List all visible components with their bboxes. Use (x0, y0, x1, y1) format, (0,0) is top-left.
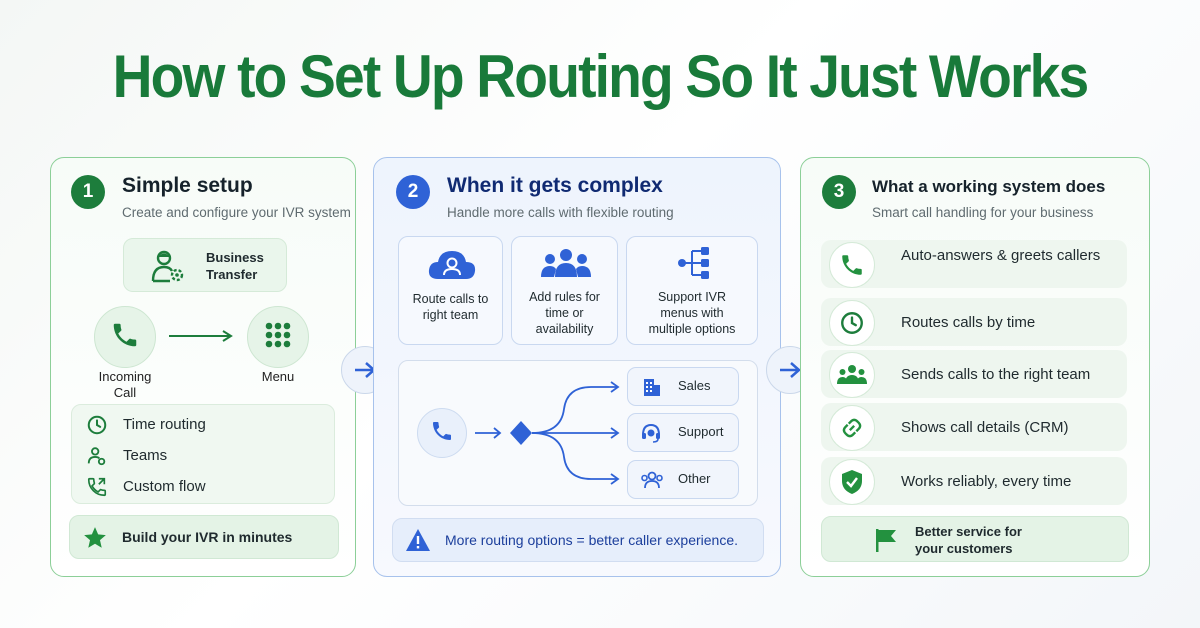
step-heading: Simple setup (122, 174, 253, 197)
hierarchy-icon (677, 245, 711, 286)
note-banner: More routing options = better caller exp… (392, 518, 764, 562)
menu-label: Menu (261, 369, 295, 384)
feature-card: Support IVR menus with multiple options (626, 236, 758, 345)
step-heading: What a working system does (872, 177, 1106, 196)
option-label: Time routing (123, 416, 206, 433)
incoming-call-node (417, 408, 467, 458)
capability-row: Shows call details (CRM) (821, 403, 1127, 451)
phone-icon (110, 320, 140, 355)
call-flow-icon (86, 476, 108, 503)
flow-arrow (169, 330, 233, 342)
step-heading: When it gets complex (447, 174, 663, 197)
step-3-card: 3 What a working system does Smart call … (800, 157, 1150, 577)
option-label: Custom flow (123, 478, 206, 495)
capability-row: Routes calls by time (821, 298, 1127, 346)
step-number: 3 (822, 175, 856, 209)
destination-label: Support (678, 424, 724, 439)
warning-icon (405, 528, 431, 557)
feature-label: Route calls to right team (412, 292, 489, 322)
capability-label: Sends calls to the right team (901, 366, 1091, 383)
build-ivr-banner: Build your IVR in minutes (69, 515, 339, 559)
routing-diagram: Sales Support Other (398, 360, 758, 506)
keypad-icon (264, 321, 292, 354)
step-subheading: Smart call handling for your business (872, 205, 1094, 220)
note-text: More routing options = better caller exp… (445, 532, 738, 548)
step-1-card: 1 Simple setup Create and configure your… (50, 157, 356, 577)
build-ivr-text: Build your IVR in minutes (122, 529, 293, 545)
page-title: How to Set Up Routing So It Just Works (112, 43, 1090, 110)
team-icon (86, 445, 108, 472)
step-number: 2 (396, 175, 430, 209)
capability-row: Auto-answers & greets callers (821, 240, 1127, 288)
people-icon (541, 247, 591, 286)
users-icon (640, 470, 664, 493)
headset-icon (640, 422, 662, 447)
menu-node (247, 306, 309, 368)
footer-banner: Better service for your customers (821, 516, 1129, 562)
feature-label: Add rules for time or availability (529, 290, 600, 336)
business-transfer-box: Business Transfer (123, 238, 287, 292)
agent-gear-icon (150, 249, 186, 288)
capability-label: Routes calls by time (901, 314, 1036, 331)
capability-label: Works reliably, every time (901, 473, 1072, 490)
option-label: Teams (123, 447, 168, 464)
clock-icon (829, 300, 875, 346)
clock-icon (86, 414, 108, 441)
destination-support: Support (627, 413, 739, 452)
capability-row: Works reliably, every time (821, 457, 1127, 505)
incoming-call-node (94, 306, 156, 368)
destination-sales: Sales (627, 367, 739, 406)
capability-label: Shows call details (CRM) (901, 419, 1069, 436)
team-icon (829, 352, 875, 398)
business-transfer-label: Business Transfer (206, 250, 264, 282)
building-icon (642, 377, 662, 400)
destination-other: Other (627, 460, 739, 499)
capability-row: Sends calls to the right team (821, 350, 1127, 398)
capability-label: Auto-answers & greets callers (901, 247, 1101, 264)
phone-icon (829, 242, 875, 288)
link-icon (829, 405, 875, 451)
phone-icon (430, 419, 454, 448)
incoming-call-label: Incoming Call (98, 369, 152, 400)
step-2-card: 2 When it gets complex Handle more calls… (373, 157, 781, 577)
star-icon (82, 525, 108, 556)
footer-text: Better service for your customers (915, 524, 1022, 556)
shield-check-icon (829, 459, 875, 505)
step-number: 1 (71, 175, 105, 209)
destination-label: Other (678, 471, 711, 486)
branch-lines (475, 381, 620, 485)
destination-label: Sales (678, 378, 711, 393)
step-subheading: Handle more calls with flexible routing (447, 205, 674, 220)
routing-options-panel: Time routing Teams Custom flow (71, 404, 335, 504)
step-subheading: Create and configure your IVR system (122, 205, 351, 220)
feature-card: Route calls to right team (398, 236, 503, 345)
feature-card: Add rules for time or availability (511, 236, 618, 345)
flag-icon (874, 527, 898, 558)
feature-label: Support IVR menus with multiple options (648, 290, 736, 336)
cloud-agent-icon (426, 247, 478, 288)
